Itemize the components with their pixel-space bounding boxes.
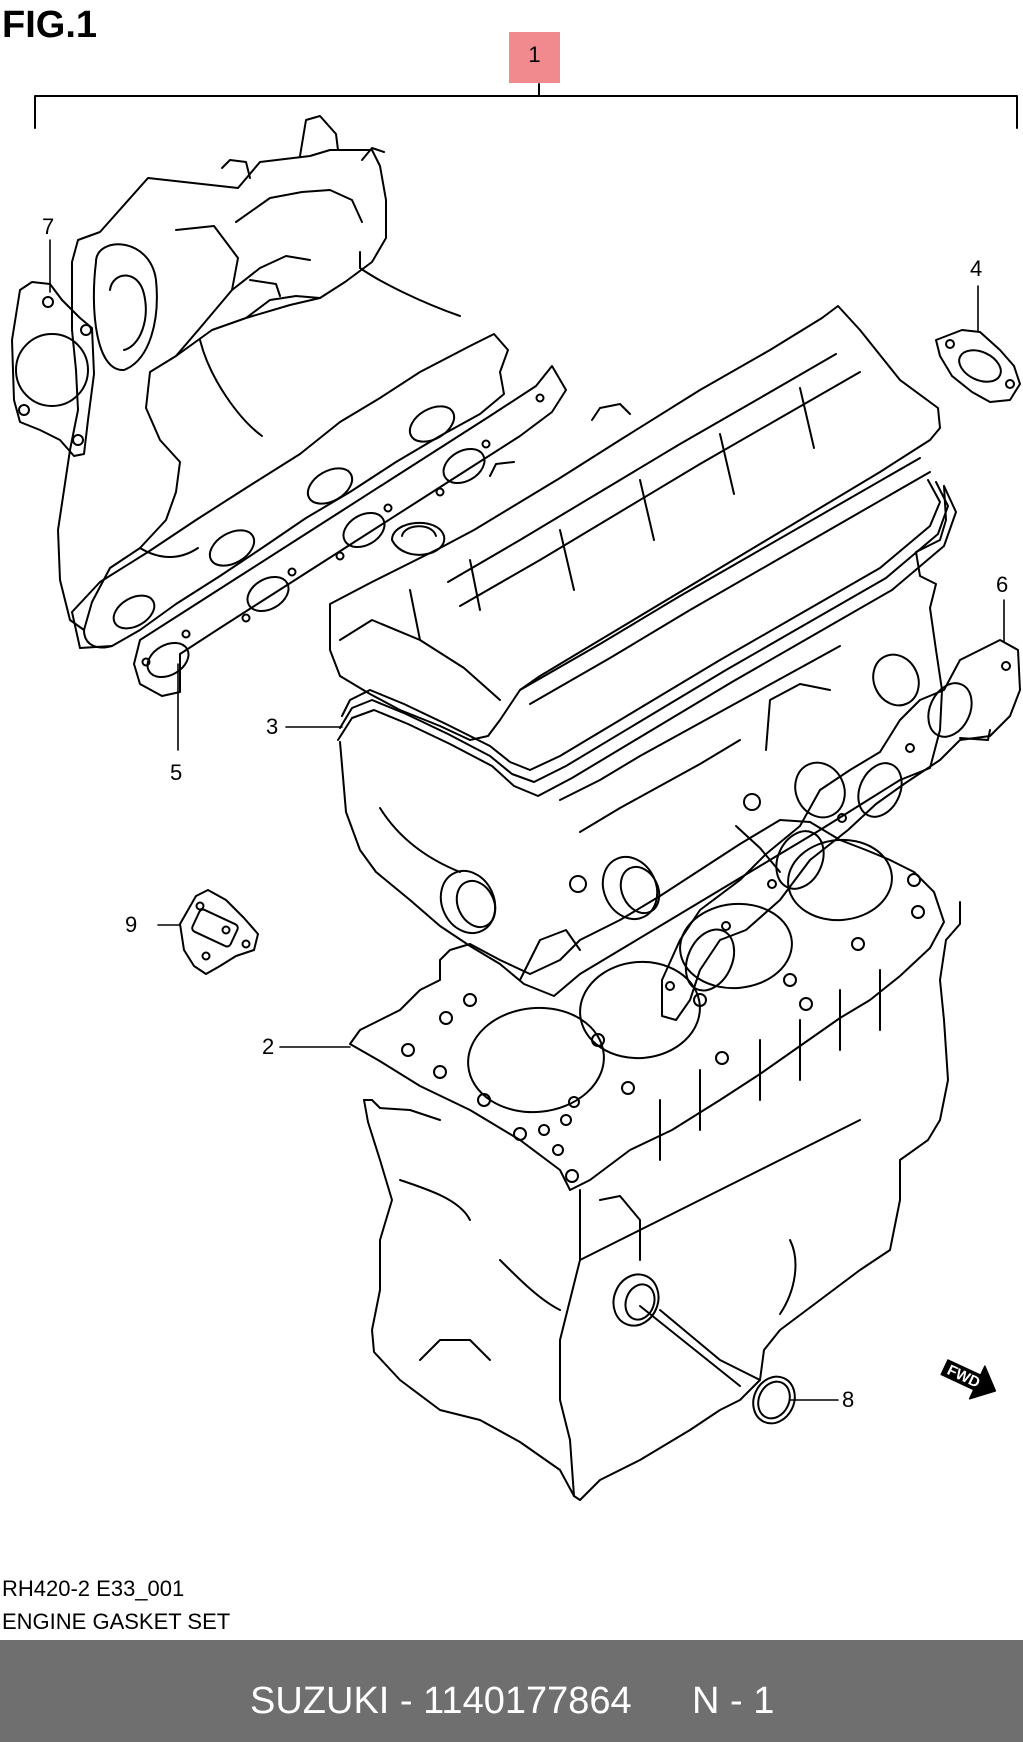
diagram-code: RH420-2 E33_001: [2, 1576, 185, 1601]
bracket-line: [34, 83, 1018, 129]
throttle-body-gasket: [11, 281, 95, 457]
cylinder-head: [339, 485, 947, 997]
callout-1[interactable]: 1: [528, 42, 541, 67]
footer-part-number: SUZUKI - 1140177864: [250, 1680, 632, 1722]
plate-gasket: [179, 889, 259, 975]
intake-gasket: [71, 333, 509, 649]
exhaust-gasket: [661, 639, 1021, 1021]
fwd-label: FWD: [944, 1362, 982, 1392]
callout-4[interactable]: 4: [970, 256, 983, 281]
callout-3[interactable]: 3: [266, 714, 279, 739]
intake-gasket-front: [133, 365, 567, 697]
intake-manifold: [57, 115, 461, 649]
footer-page-number: N - 1: [692, 1680, 775, 1722]
valve-cover: [329, 305, 941, 741]
fwd-arrow-icon: FWD: [940, 1359, 997, 1400]
callout-9[interactable]: 9: [125, 912, 138, 937]
callout-8[interactable]: 8: [842, 1387, 855, 1412]
callout-6[interactable]: 6: [996, 572, 1009, 597]
callout-7[interactable]: 7: [42, 214, 55, 239]
callout-5[interactable]: 5: [170, 760, 183, 785]
cylinder-block: [363, 901, 961, 1501]
thermostat-gasket: [935, 329, 1021, 403]
head-gasket: [349, 819, 945, 1191]
figure-title: FIG.1: [2, 4, 98, 46]
o-ring: [639, 1305, 796, 1425]
engine-gasket-diagram: FWD: [11, 83, 1021, 1501]
leader-lines: [49, 239, 1005, 1401]
cover-gasket: [337, 479, 957, 797]
diagram-name: ENGINE GASKET SET: [2, 1609, 231, 1634]
callout-2[interactable]: 2: [262, 1034, 275, 1059]
footer-bar: [0, 1640, 1023, 1742]
highlighted-callout-box[interactable]: [509, 32, 560, 83]
